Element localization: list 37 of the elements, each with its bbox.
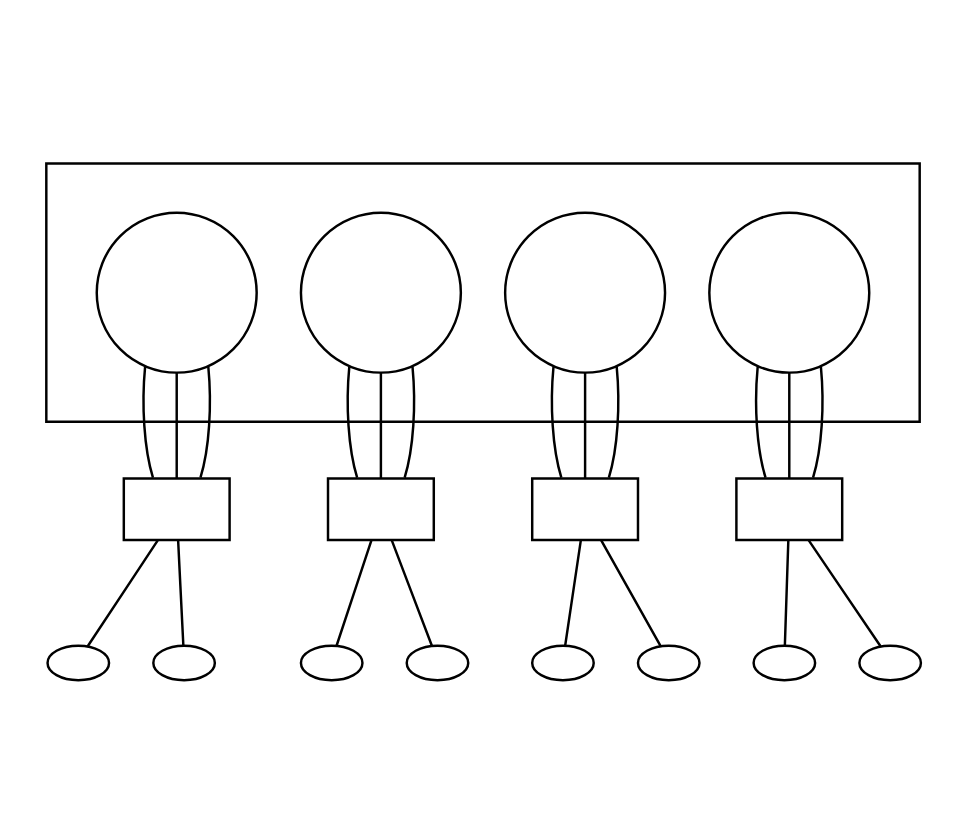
connector [379, 372, 383, 479]
node-circle [299, 211, 463, 374]
connector [335, 539, 373, 646]
connector [783, 540, 790, 646]
node-ellipse [299, 644, 364, 682]
connector [607, 366, 620, 478]
node-ellipse [636, 644, 701, 682]
cluster [45, 162, 921, 424]
node-ellipse [858, 644, 923, 682]
connector [176, 540, 185, 646]
node-ellipse [752, 644, 817, 682]
connector [788, 372, 791, 479]
connector [600, 539, 662, 647]
connector [86, 539, 159, 647]
connector [807, 539, 882, 647]
node-box [530, 477, 640, 542]
connector [403, 366, 416, 478]
node-ellipse [405, 644, 470, 682]
node-circle [708, 211, 871, 374]
node-circle [503, 211, 667, 374]
connector [390, 539, 433, 646]
node-box [735, 477, 844, 542]
node-box [326, 477, 436, 542]
connector [199, 366, 212, 478]
connector [142, 366, 155, 478]
node-box [122, 477, 231, 542]
connector [754, 366, 767, 478]
node-ellipse [152, 644, 217, 682]
node-ellipse [46, 644, 111, 682]
connector [811, 366, 824, 478]
node-circle [95, 211, 258, 374]
connector [175, 372, 178, 479]
connector [563, 540, 583, 646]
node-ellipse [530, 644, 595, 682]
connector [583, 372, 587, 479]
connector [550, 366, 563, 478]
connector [346, 366, 359, 478]
